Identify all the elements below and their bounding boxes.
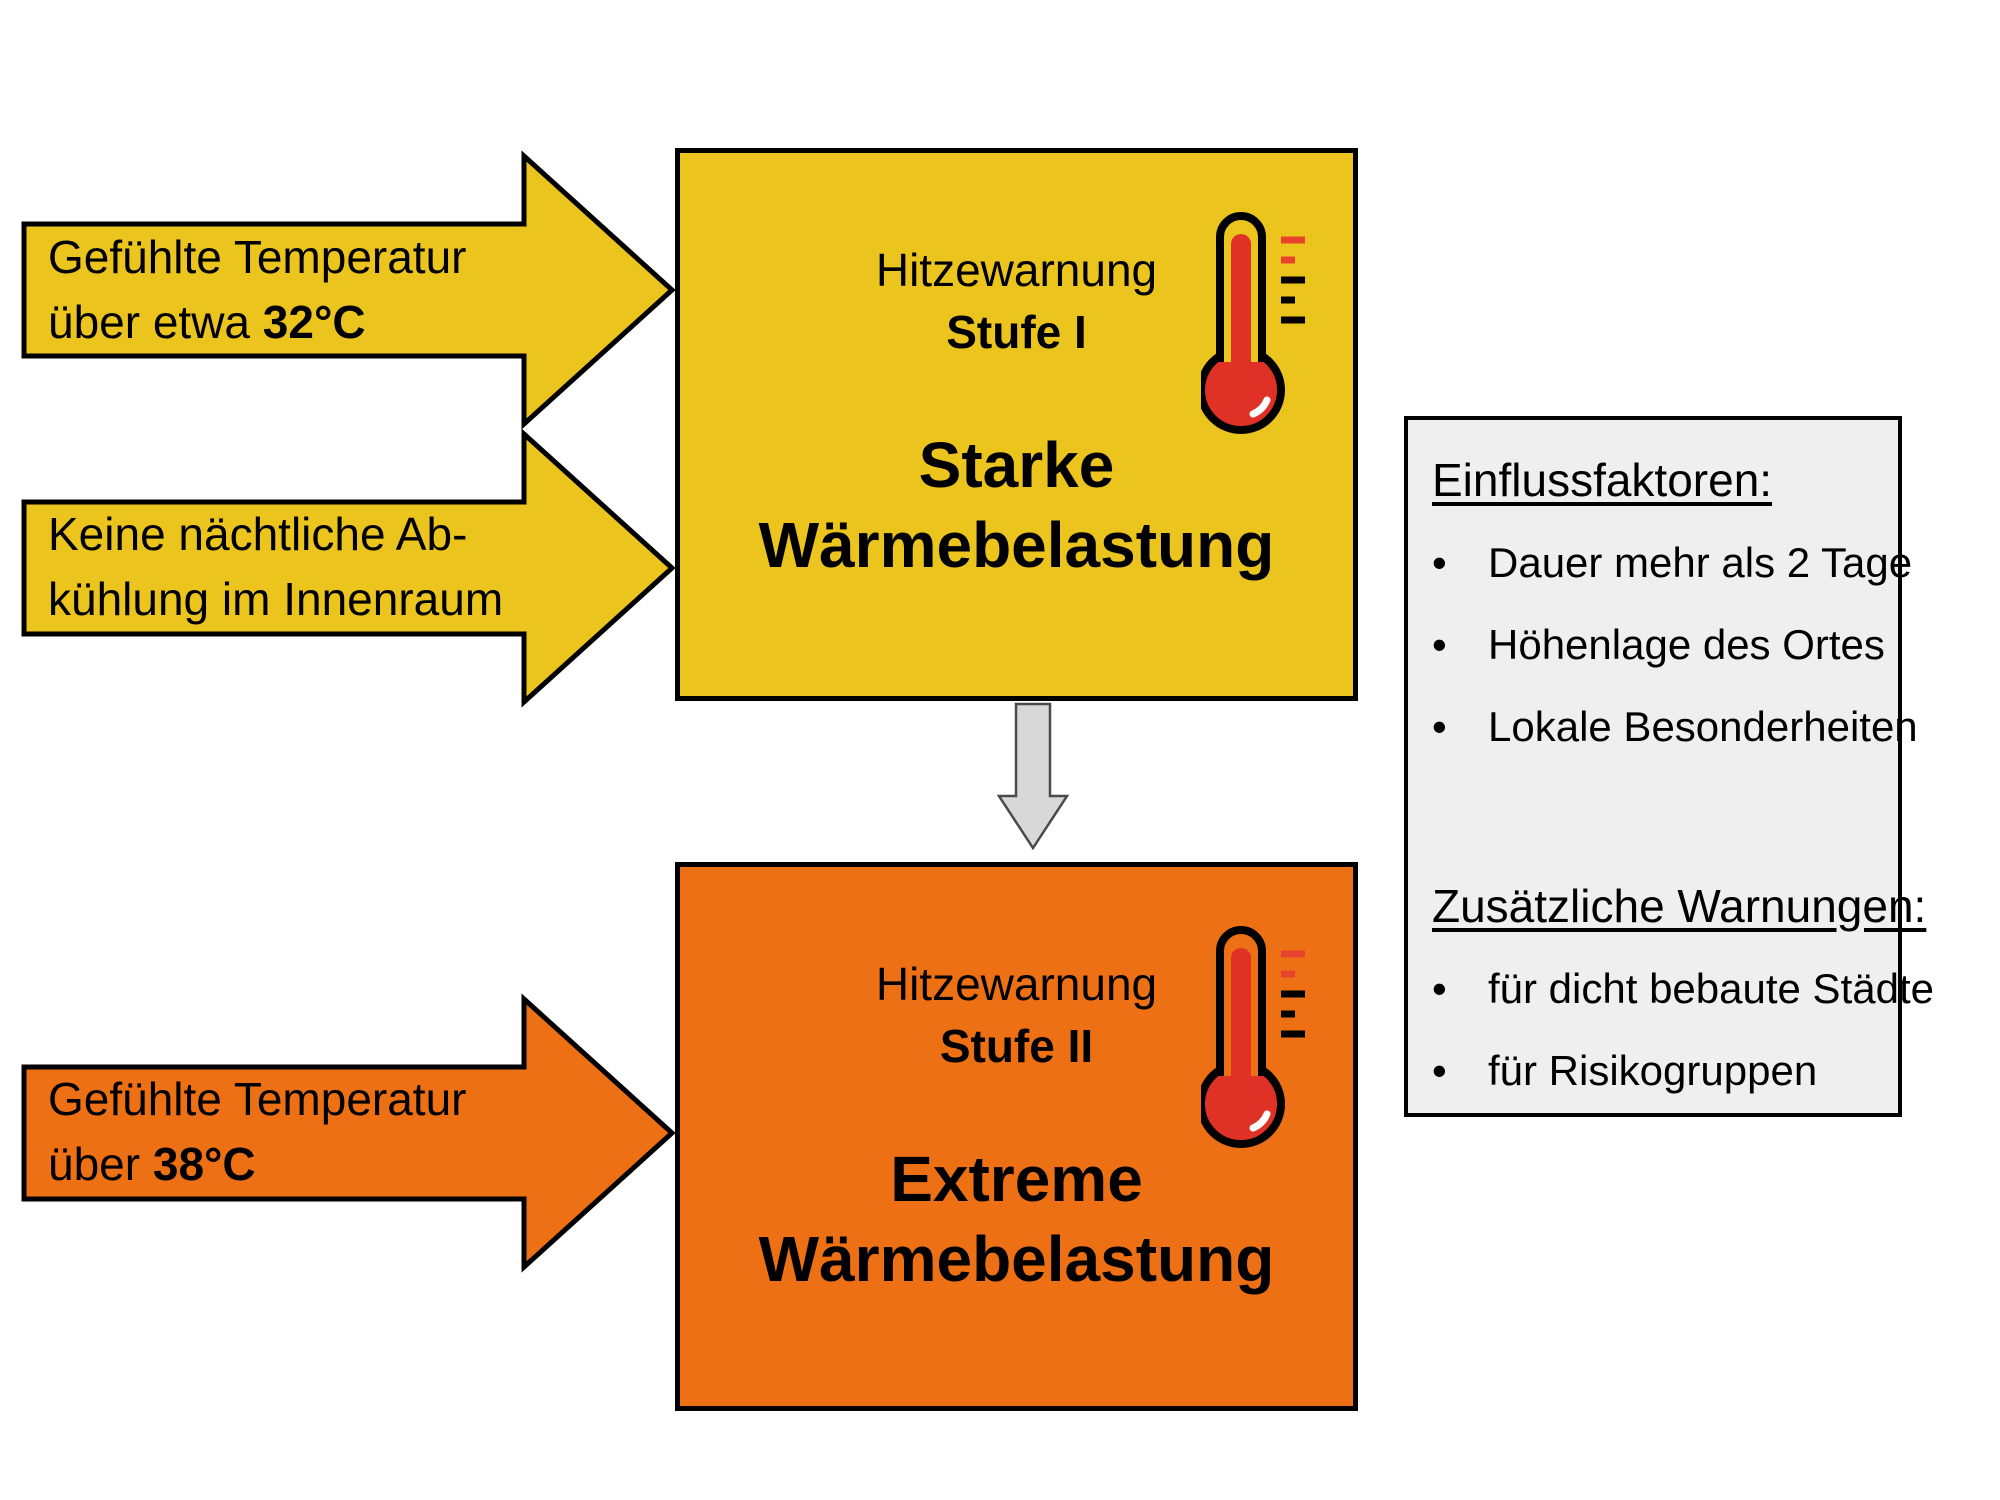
warning-box-stufe-2-heading: Hitzewarnung Stufe II <box>680 953 1353 1077</box>
arrow-label-line: über 38°C <box>48 1138 256 1190</box>
bullet-text: für Risikogruppen <box>1488 1047 1818 1094</box>
box-title-line: Starke <box>918 429 1115 501</box>
bullet-text: für dicht bebaute Städte <box>1488 965 1934 1012</box>
bullet-item: • für dicht bebaute Städte <box>1432 964 1934 1014</box>
bullet-text: Dauer mehr als 2 Tage <box>1488 539 1913 586</box>
warning-box-stufe-1-heading: Hitzewarnung Stufe I <box>680 239 1353 363</box>
panel-section-einflussfaktoren: Einflussfaktoren: • Dauer mehr als 2 Tag… <box>1432 454 1918 752</box>
bullet-item: • Höhenlage des Ortes <box>1432 620 1885 670</box>
input-arrow-no-night-cooling-label: Keine nächtliche Ab- kühlung im Innenrau… <box>48 500 510 634</box>
bullet-icon: • <box>1432 1047 1447 1094</box>
panel-section-zusaetzliche-warnungen: Zusätzliche Warnungen: • für dicht bebau… <box>1432 880 1934 1096</box>
input-arrow-felt-temp-32-label: Gefühlte Temperatur über etwa 32°C <box>48 224 510 356</box>
bullet-icon: • <box>1432 539 1447 586</box>
arrow-label-line: kühlung im Innenraum <box>48 573 504 625</box>
box-title-line: Wärmebelastung <box>758 509 1275 581</box>
input-arrow-felt-temp-32-shape <box>21 150 676 430</box>
arrow-label-line: Gefühlte Temperatur <box>48 231 467 283</box>
input-arrow-felt-temp-38-label: Gefühlte Temperatur über 38°C <box>48 1065 510 1199</box>
arrow-label-line: Keine nächtliche Ab- <box>48 508 468 560</box>
bullet-text: Höhenlage des Ortes <box>1488 621 1885 668</box>
warning-box-stufe-1-title: Starke Wärmebelastung <box>680 425 1353 585</box>
box-title-line: Extreme <box>890 1143 1143 1215</box>
input-arrow-felt-temp-38-shape <box>21 993 676 1273</box>
bullet-item: • Dauer mehr als 2 Tage <box>1432 538 1912 588</box>
box-level-label: Stufe II <box>939 1020 1094 1072</box>
thermometer-icon <box>1201 926 1305 1148</box>
warning-box-stufe-2: Hitzewarnung Stufe II Extreme Wärmebelas… <box>675 862 1358 1411</box>
bullet-icon: • <box>1432 703 1447 750</box>
input-arrow-no-night-cooling-shape <box>21 428 676 708</box>
arrow-label-line: über etwa 32°C <box>48 296 366 348</box>
panel-heading: Einflussfaktoren: <box>1432 454 1773 506</box>
down-arrow-icon <box>997 702 1069 850</box>
box-heading-line: Hitzewarnung <box>875 244 1158 296</box>
box-title-line: Wärmebelastung <box>758 1223 1275 1295</box>
arrow-label-line: Gefühlte Temperatur <box>48 1073 467 1125</box>
bullet-icon: • <box>1432 965 1447 1012</box>
box-heading-line: Hitzewarnung <box>875 958 1158 1010</box>
warning-box-stufe-1: Hitzewarnung Stufe I Starke Wärmebelastu… <box>675 148 1358 701</box>
bullet-item: • Lokale Besonderheiten <box>1432 702 1918 752</box>
bullet-text: Lokale Besonderheiten <box>1488 703 1918 750</box>
bullet-icon: • <box>1432 621 1447 668</box>
info-panel: Einflussfaktoren: • Dauer mehr als 2 Tag… <box>1404 416 1934 1117</box>
panel-heading: Zusätzliche Warnungen: <box>1432 880 1927 932</box>
box-level-label: Stufe I <box>946 306 1087 358</box>
bullet-item: • für Risikogruppen <box>1432 1046 1884 1096</box>
thermometer-icon <box>1201 212 1305 434</box>
warning-box-stufe-2-title: Extreme Wärmebelastung <box>680 1139 1353 1299</box>
